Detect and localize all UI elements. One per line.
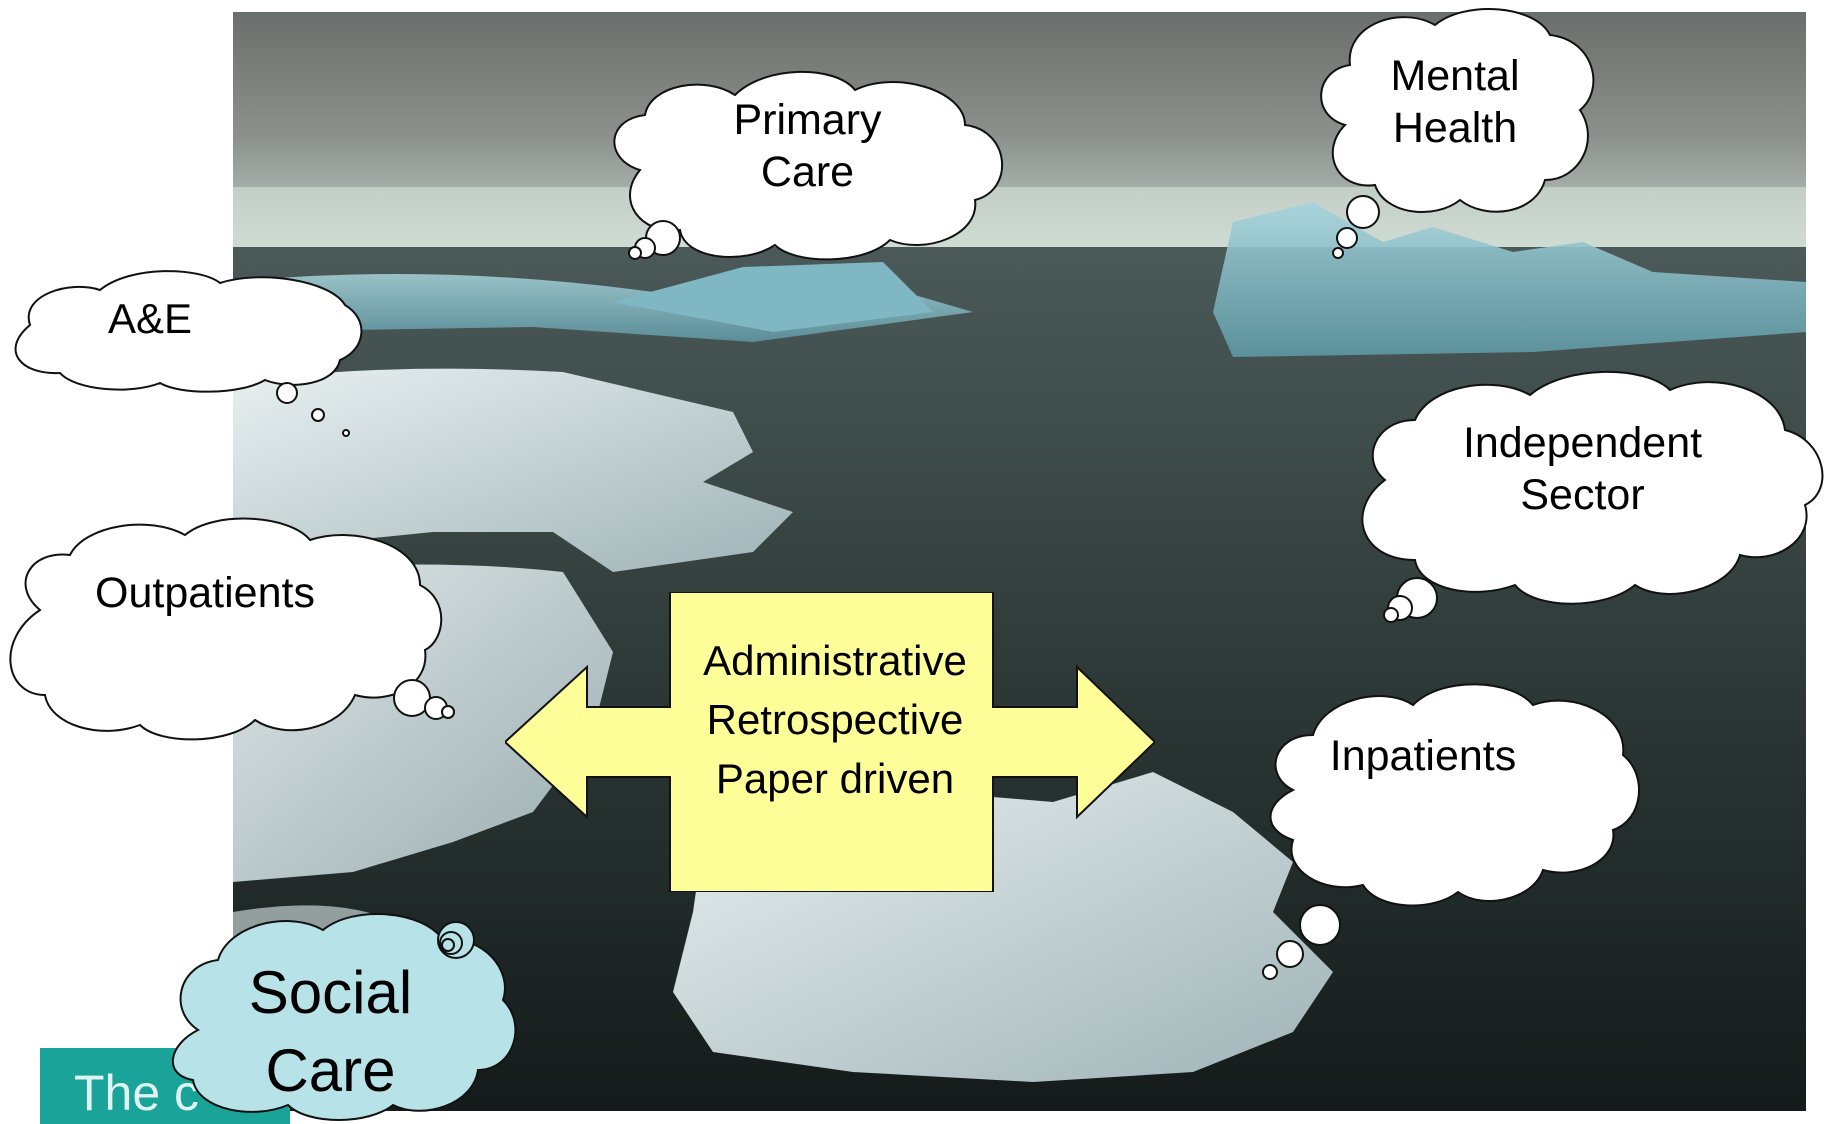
mental-health-cloud: Mental Health [1305,5,1605,260]
social-care-line-1: Social [248,959,413,1026]
primary-care-cloud: Primary Care [595,60,1020,261]
outpatients-cloud: Outpatients [0,515,460,750]
social-care-cloud: Social Care [158,910,523,1121]
inpatients-cloud: Inpatients [1248,680,1640,980]
ae-line-1: A&E [107,295,193,342]
mental-health-line-2: Health [1392,104,1518,153]
arrow-line-1: Administrative [703,637,967,684]
independent-sector-cloud: Independent Sector [1335,365,1830,630]
inpatients-line-1: Inpatients [1329,732,1517,780]
arrow-line-2: Retrospective [706,695,964,743]
independent-sector-line-2: Sector [1520,471,1645,520]
central-double-arrow: Administrative Retrospective Paper drive… [505,592,1155,892]
ae-cloud: A&E [0,255,370,440]
primary-care-line-2: Care [760,148,855,197]
primary-care-line-1: Primary [733,96,882,144]
independent-sector-line-1: Independent [1462,419,1703,467]
social-care-line-2: Care [265,1037,396,1104]
arrow-line-3: Paper driven [715,754,955,802]
iceberg-photo [233,12,1806,1111]
mental-health-line-1: Mental [1390,52,1520,100]
outpatients-line-1: Outpatients [95,569,315,617]
